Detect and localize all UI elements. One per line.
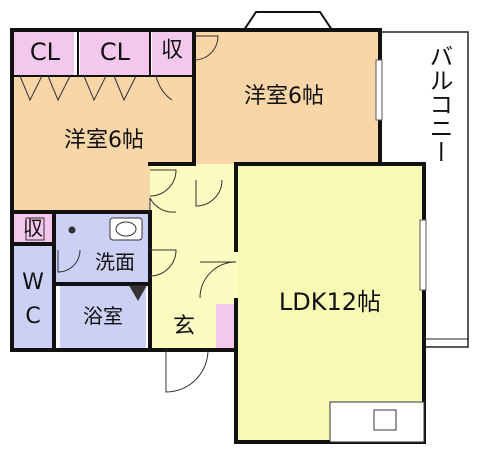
closet-dividers [14,30,192,77]
storage-left-label: 収 [23,216,43,240]
storage-top-label: 収 [160,38,183,63]
wc-w-label: W [22,270,44,295]
ldk [238,164,422,440]
bay-window [243,11,333,31]
closet-left [14,32,74,76]
hall [150,164,238,304]
door-swings [57,35,237,393]
bathroom-label: 浴室 [83,304,123,328]
windows [375,59,427,291]
closet-right [80,32,150,76]
balcony-label: バルコニー [425,44,453,164]
closet-right-label: CL [99,38,131,66]
closet-left-label: CL [29,38,61,66]
bedroom-left-label: 洋室6帖 [64,128,144,153]
washroom-label: 洗面 [95,250,135,274]
bedroom-right [192,32,378,164]
wc [14,244,52,348]
entrance [150,304,216,348]
entrance-shelf [216,304,236,348]
storage-top [152,32,192,76]
fixtures [25,217,425,443]
closet-doors [19,75,173,102]
walls [10,28,426,444]
entrance-label: 玄 [172,314,195,339]
ldk-label: LDK12帖 [278,288,382,316]
bedroom-right-label: 洋室6帖 [244,84,324,109]
storage-left [14,214,52,244]
bathroom [60,286,146,348]
wc-c-label: C [25,304,41,329]
